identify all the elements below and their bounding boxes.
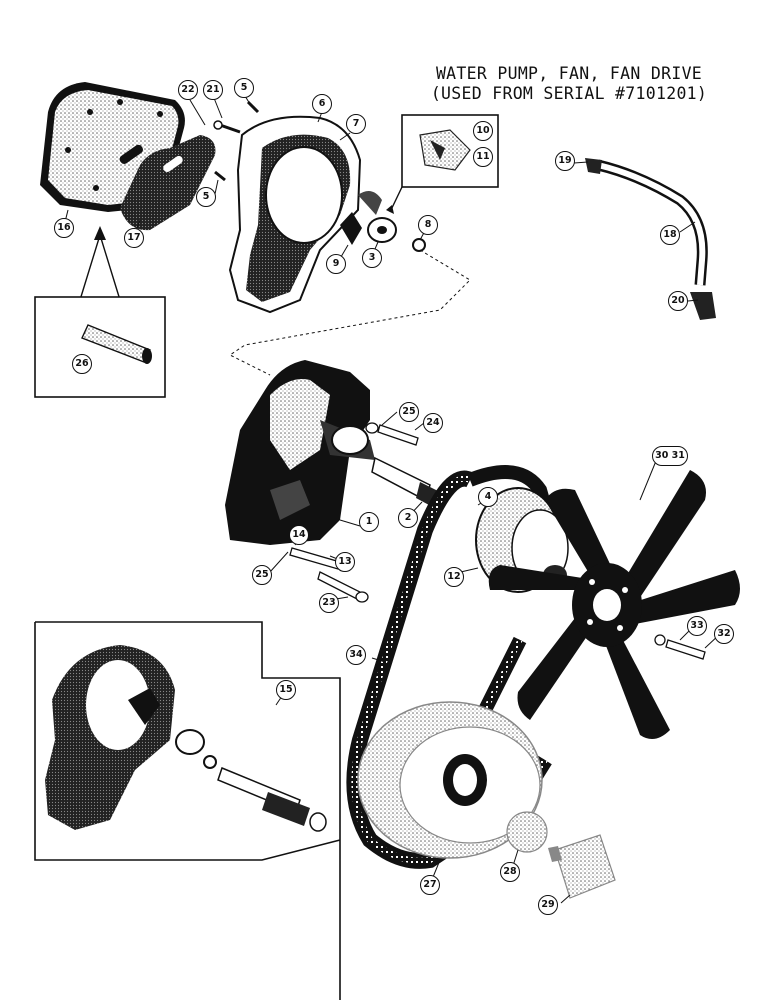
callout-10: 10 — [473, 121, 493, 141]
diagram-title-line-2: (USED FROM SERIAL #7101201) — [430, 84, 708, 103]
callout-33: 33 — [687, 616, 707, 636]
fan-belt — [346, 465, 567, 869]
callout-6: 6 — [312, 94, 332, 114]
hub-spacer — [506, 811, 548, 853]
detail-box-pump-kit — [34, 621, 341, 1000]
callout-1: 1 — [359, 512, 379, 532]
callout-13: 13 — [335, 552, 355, 572]
detail-arrow — [79, 226, 121, 301]
callout-11: 11 — [473, 147, 493, 167]
callout-7: 7 — [346, 114, 366, 134]
fan-blades — [488, 470, 740, 739]
callout-22: 22 — [178, 80, 198, 100]
fan-bolt — [654, 634, 706, 660]
callout-25-lower: 25 — [252, 565, 272, 585]
detail-box-pipe — [34, 296, 166, 398]
callout-19: 19 — [555, 151, 575, 171]
callout-9: 9 — [326, 254, 346, 274]
callout-20: 20 — [668, 291, 688, 311]
crank-bolt-part — [548, 834, 616, 899]
callout-5-top: 5 — [234, 78, 254, 98]
callout-15: 15 — [276, 680, 296, 700]
impeller-assembly — [340, 191, 426, 252]
small-bolts — [213, 100, 260, 182]
crank-pulley — [357, 701, 543, 859]
water-hose — [585, 158, 716, 320]
callout-21: 21 — [203, 80, 223, 100]
callout-27: 27 — [420, 875, 440, 895]
diagram-title-line-1: WATER PUMP, FAN, FAN DRIVE — [435, 64, 703, 83]
callout-2: 2 — [398, 508, 418, 528]
callout-30-31: 30 31 — [652, 446, 688, 466]
callout-28: 28 — [500, 862, 520, 882]
callout-5-lower: 5 — [196, 187, 216, 207]
callout-16: 16 — [54, 218, 74, 238]
fan-pulley — [475, 487, 569, 593]
cover-gasket — [120, 135, 216, 231]
housing-bolts — [289, 422, 419, 603]
callout-18: 18 — [660, 225, 680, 245]
callout-29: 29 — [538, 895, 558, 915]
callout-24: 24 — [423, 413, 443, 433]
callout-12: 12 — [444, 567, 464, 587]
callout-8: 8 — [418, 215, 438, 235]
callout-17: 17 — [124, 228, 144, 248]
callout-23: 23 — [319, 593, 339, 613]
callout-4: 4 — [478, 487, 498, 507]
callout-26: 26 — [72, 354, 92, 374]
pump-housing — [225, 360, 375, 545]
callout-14: 14 — [289, 525, 309, 545]
pump-plate — [228, 115, 362, 314]
connector-line — [229, 249, 471, 376]
callout-34: 34 — [346, 645, 366, 665]
callout-25-upper: 25 — [399, 402, 419, 422]
callout-3: 3 — [362, 248, 382, 268]
callout-32: 32 — [714, 624, 734, 644]
